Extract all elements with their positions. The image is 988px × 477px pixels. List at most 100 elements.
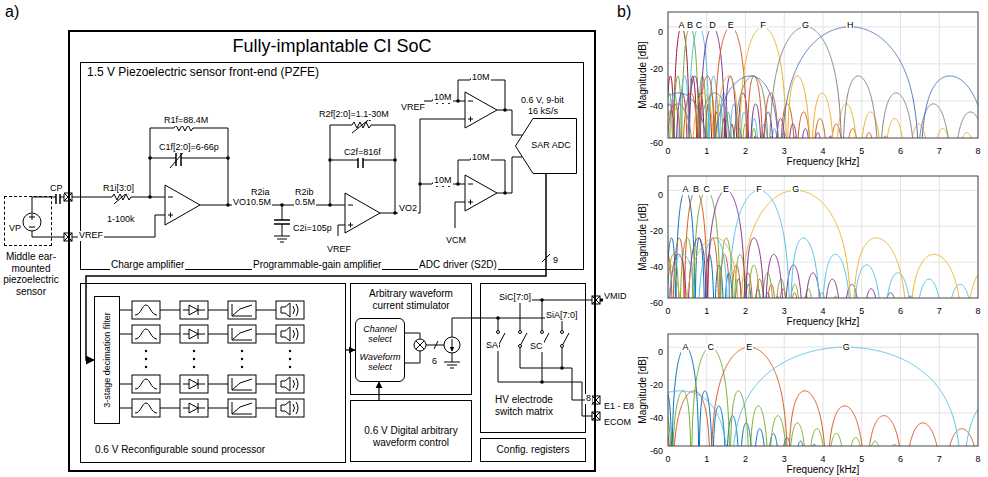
label-slot: 8 [968, 448, 988, 466]
label-slot: -60 [630, 132, 664, 150]
label-slot: ADC driver (S2D) [418, 254, 498, 272]
processing-icon [135, 329, 157, 339]
label-slot: VCM [445, 229, 467, 247]
chart-label: C [703, 185, 712, 195]
text-slot: 1.5 V Piezoelectric sensor front-end (PZ… [87, 66, 407, 80]
label-slot: 0 [630, 184, 664, 202]
chart-label: G [842, 343, 851, 353]
junction-dot [560, 366, 564, 370]
processing-block-symbol [180, 301, 208, 319]
chart-label: 8 [974, 455, 981, 465]
label-slot: 6 [891, 300, 911, 318]
grid-line [900, 334, 901, 446]
chart-label: E [722, 185, 730, 195]
grid-line [668, 63, 978, 64]
response-curve [668, 27, 978, 138]
label-slot: 0 [658, 448, 678, 466]
chart-label: E [727, 21, 735, 31]
chart-label: F [755, 185, 763, 195]
junction-dot [456, 99, 460, 103]
junction-dot [503, 191, 507, 195]
junction-dot [328, 158, 332, 162]
processing-block-symbol [132, 375, 160, 393]
label-slot: 0 [658, 300, 678, 318]
pad-cross [64, 193, 600, 420]
label-slot: 2 [736, 448, 756, 466]
label-slot: 2 [736, 300, 756, 318]
label-slot: 8 [585, 387, 592, 405]
chart-label: 0 [657, 348, 664, 358]
chart-label: G [801, 21, 810, 31]
junction-dot [148, 195, 152, 199]
signal-connector [378, 382, 379, 400]
processing-block-symbol [228, 399, 256, 417]
grid-line [668, 262, 978, 263]
chart-label: -40 [649, 414, 664, 424]
circuit-label: a) [4, 3, 20, 21]
label-slot: E [716, 178, 736, 196]
chart-label: A [681, 185, 689, 195]
text-slot: HV electrode switch matrix [487, 394, 561, 417]
label-slot: Charge amplifier [110, 254, 185, 272]
chart-label: -40 [649, 263, 664, 273]
label-slot: R2ia [250, 181, 271, 199]
response-curve [668, 347, 978, 446]
processing-block-symbol [276, 301, 304, 319]
processing-icon [232, 328, 252, 340]
response-curve [668, 190, 978, 298]
response-curve [668, 190, 978, 298]
label-slot: G [836, 336, 856, 354]
circuit-label: VO1 [232, 198, 252, 208]
junction-dot [540, 298, 544, 302]
bus-slash [434, 341, 438, 349]
grid-line [823, 176, 824, 298]
response-curve [668, 27, 978, 138]
label-slot: 6 [891, 448, 911, 466]
grid-line [861, 12, 862, 138]
adc-outline [516, 119, 577, 174]
text-slot: Arbitrary waveform current stimulator [355, 288, 467, 311]
circuit-label: 1-100k [106, 215, 136, 225]
adc-block: SAR ADC [515, 118, 577, 174]
ellipsis-dot [193, 350, 195, 352]
processing-block-symbol [276, 375, 304, 393]
label-slot: -40 [630, 256, 664, 274]
chart-label: -20 [649, 381, 664, 391]
chart-label: 0 [664, 307, 671, 317]
processing-block-symbol [228, 375, 256, 393]
label-slot: -20 [630, 58, 664, 76]
chart-label: -60 [649, 299, 664, 309]
grid-line [939, 12, 940, 138]
register-block: Config. registers [480, 438, 586, 462]
chart-label: C [695, 21, 704, 31]
chart-label: F [759, 21, 767, 31]
chart-label: 6 [897, 307, 904, 317]
label-slot: C [689, 14, 709, 32]
frontend-block: 1.5 V Piezoelectric sensor front-end (PZ… [80, 62, 584, 270]
label-slot: R2f[2:0]=1.1-30M [318, 103, 390, 121]
label-slot: SiA[7:0] [545, 304, 579, 322]
current-source [444, 337, 460, 353]
ground-symbol [274, 236, 290, 242]
text-slot: 3-stage decimation filter [95, 297, 119, 423]
label-slot: -20 [630, 220, 664, 238]
resistor-symbol [172, 125, 196, 131]
node-text: Waveform select [357, 352, 403, 373]
multiplier-cross [416, 341, 424, 349]
circuit-label: R2f[2:0]=1.1-30M [318, 110, 390, 120]
circuit-label: 10M [471, 73, 491, 83]
circuit-label: C1f[2:0]=6-66p [158, 143, 220, 153]
processing-block-symbol [132, 301, 160, 319]
node-text: 0.6 V Digital arbitrary waveform control [355, 425, 467, 448]
sound-channel-rows [120, 301, 304, 417]
chart-label: 8 [974, 147, 981, 157]
circuit-label: 16 kS/s [527, 107, 559, 117]
opamp-symbol [345, 193, 380, 233]
chart-label: 2 [742, 455, 749, 465]
opamp-sign [348, 205, 353, 228]
chart-label: 7 [936, 455, 943, 465]
processing-block-symbol [228, 301, 256, 319]
ellipsis-dot [145, 366, 147, 368]
switch-contact [541, 331, 544, 334]
chart-label: Frequency [kHz] [786, 464, 861, 475]
